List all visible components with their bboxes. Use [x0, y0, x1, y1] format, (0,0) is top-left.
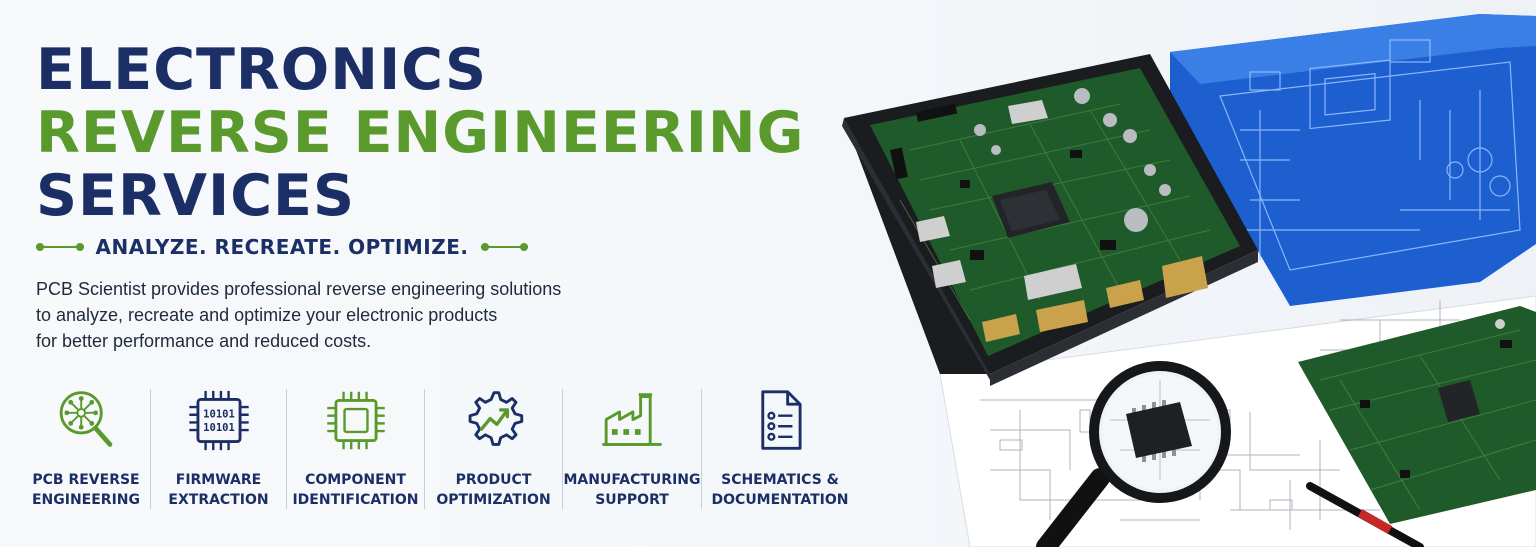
- description-line: to analyze, recreate and optimize your e…: [36, 305, 498, 325]
- service-divider: [424, 389, 425, 509]
- headline-line-1: ELECTRONICS: [36, 37, 488, 103]
- hero-illustration: [842, 14, 1536, 547]
- service-divider: [150, 389, 151, 509]
- pcb-enclosure: [842, 54, 1258, 386]
- tagline-divider-left: [36, 243, 84, 251]
- binary-text: 10101: [203, 409, 235, 421]
- probe-tool: [1306, 482, 1424, 547]
- description: PCB Scientist provides professional reve…: [36, 276, 561, 354]
- service-divider: [701, 389, 702, 509]
- document-list-icon: [761, 390, 802, 450]
- tagline: ANALYZE. RECREATE. OPTIMIZE.: [95, 235, 469, 259]
- secondary-pcb: [1298, 306, 1536, 524]
- service-divider: [286, 389, 287, 509]
- description-line: for better performance and reduced costs…: [36, 331, 372, 351]
- service-divider: [562, 389, 563, 509]
- service-label: SCHEMATICS &DOCUMENTATION: [711, 472, 849, 508]
- pcb-magnifier-icon: [59, 391, 113, 447]
- blueprint-enclosure: [1170, 14, 1536, 306]
- tagline-row: ANALYZE. RECREATE. OPTIMIZE.: [36, 232, 529, 262]
- headline-line-3: SERVICES: [36, 163, 356, 229]
- binary-chip-icon: 10101 10101: [188, 390, 249, 451]
- chip-icon: [326, 391, 385, 450]
- factory-icon: [602, 393, 662, 446]
- tagline-divider-right: [480, 243, 529, 251]
- binary-text: 10101: [203, 422, 235, 434]
- magnifying-glass: [1036, 361, 1231, 547]
- description-line: PCB Scientist provides professional reve…: [36, 279, 562, 299]
- service-schematics-documentation[interactable]: SCHEMATICS &DOCUMENTATION: [702, 385, 858, 510]
- headline-line-2: REVERSE ENGINEERING: [36, 100, 805, 166]
- gear-chart-icon: [468, 391, 523, 446]
